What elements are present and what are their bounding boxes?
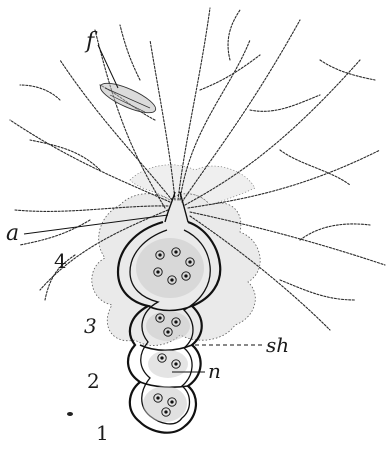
nucleolus (185, 275, 187, 277)
nucleolus (165, 411, 167, 413)
label-n: n (208, 359, 221, 383)
label-4: 4 (54, 249, 67, 273)
nucleolus (175, 363, 177, 365)
nucleolus (159, 317, 161, 319)
nucleolus (161, 357, 163, 359)
stray-mark (67, 412, 73, 416)
label-3: 3 (84, 314, 97, 338)
label-a: a (6, 221, 19, 246)
foreign-body-f (97, 78, 159, 119)
nucleolus (167, 331, 169, 333)
nucleolus (157, 271, 159, 273)
nucleolus (175, 251, 177, 253)
nucleolus (189, 261, 191, 263)
nucleolus (159, 254, 161, 256)
nucleolus (171, 279, 173, 281)
nucleolus (157, 397, 159, 399)
label-1: 1 (96, 421, 109, 445)
nucleolus (171, 401, 173, 403)
label-2: 2 (87, 369, 100, 393)
label-sh: sh (266, 333, 289, 357)
nucleolus (175, 321, 177, 323)
